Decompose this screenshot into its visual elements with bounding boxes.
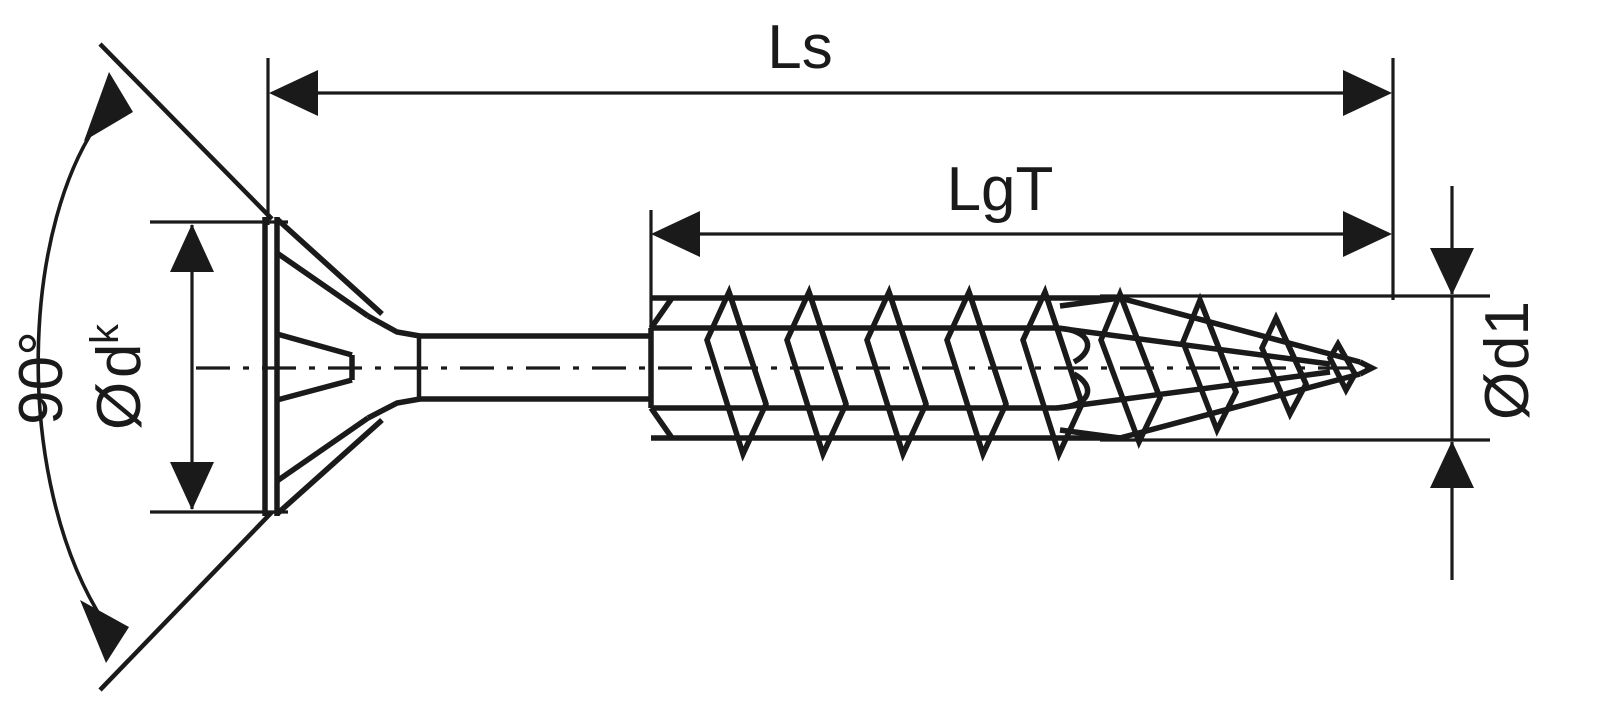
overall-length-dimension: Ls	[266, 13, 1395, 300]
angle-arc	[36, 110, 108, 623]
angle-leg-upper	[98, 42, 274, 221]
label-thread-diameter: Ø d1	[1473, 301, 1542, 420]
thread-turn	[1258, 311, 1310, 421]
label-head-diameter: Ø d k	[83, 323, 154, 430]
d1-arrow-top	[1430, 248, 1474, 295]
dk-arrow-top	[170, 224, 214, 272]
dk-arrow-bottom	[170, 462, 214, 510]
point-taper-crest-top	[1119, 295, 1361, 365]
thread-start-chamfer	[648, 296, 675, 440]
thread-turn	[1020, 284, 1085, 462]
label-head-angle: 90°	[7, 331, 76, 425]
label-dk-subscript: k	[83, 323, 127, 344]
thread-length-dimension: LgT	[649, 155, 1392, 336]
thread-turn	[864, 284, 929, 462]
point-tip	[1358, 359, 1379, 377]
drive-recess-top	[276, 331, 353, 358]
head-neck-fillet-lower	[366, 396, 421, 421]
label-d1-value: d1	[1473, 301, 1542, 370]
head-cone-upper-inner	[275, 250, 370, 319]
label-dk-symbol: Ø	[85, 382, 154, 430]
rotated-labels: 90° Ø d k Ø d1	[7, 301, 1542, 430]
drive-recess-bottom	[276, 377, 353, 403]
ls-arrow-right	[1343, 70, 1392, 116]
angle-arc-arrow-bottom	[80, 600, 129, 663]
thread-transition-notch-lower	[1056, 371, 1091, 411]
label-lgt: LgT	[947, 155, 1054, 224]
lgt-arrow-right	[1343, 211, 1392, 257]
thread-turn	[704, 284, 769, 462]
label-dk-base: d	[85, 344, 154, 378]
label-d1-symbol: Ø	[1473, 372, 1542, 420]
head-cone-upper-outer	[275, 216, 384, 317]
screw-shank	[419, 333, 651, 402]
point-taper-crest-bottom	[1119, 371, 1361, 441]
head-angle-indicator	[36, 42, 274, 692]
angle-arc-arrow-top	[84, 72, 133, 141]
d1-arrow-bottom	[1430, 441, 1474, 488]
thread-diameter-dimension	[1100, 186, 1490, 580]
thread-turn	[1326, 338, 1359, 396]
thread-turn	[1098, 286, 1163, 450]
point-taper-root-bottom	[1056, 369, 1331, 411]
head-cone-lower-inner	[275, 415, 370, 484]
label-ls: Ls	[767, 13, 832, 82]
lgt-arrow-left	[651, 211, 700, 257]
thread-turn	[944, 284, 1009, 462]
angle-leg-lower	[98, 510, 274, 692]
head-cone-lower-outer	[275, 417, 384, 517]
thread-turns	[704, 284, 1359, 462]
thread-transition-notch-upper	[1056, 325, 1091, 365]
thread-turn	[1180, 292, 1240, 437]
head-neck-fillet-upper	[366, 313, 421, 339]
ls-arrow-left	[269, 70, 318, 116]
thread-turn	[784, 284, 849, 462]
